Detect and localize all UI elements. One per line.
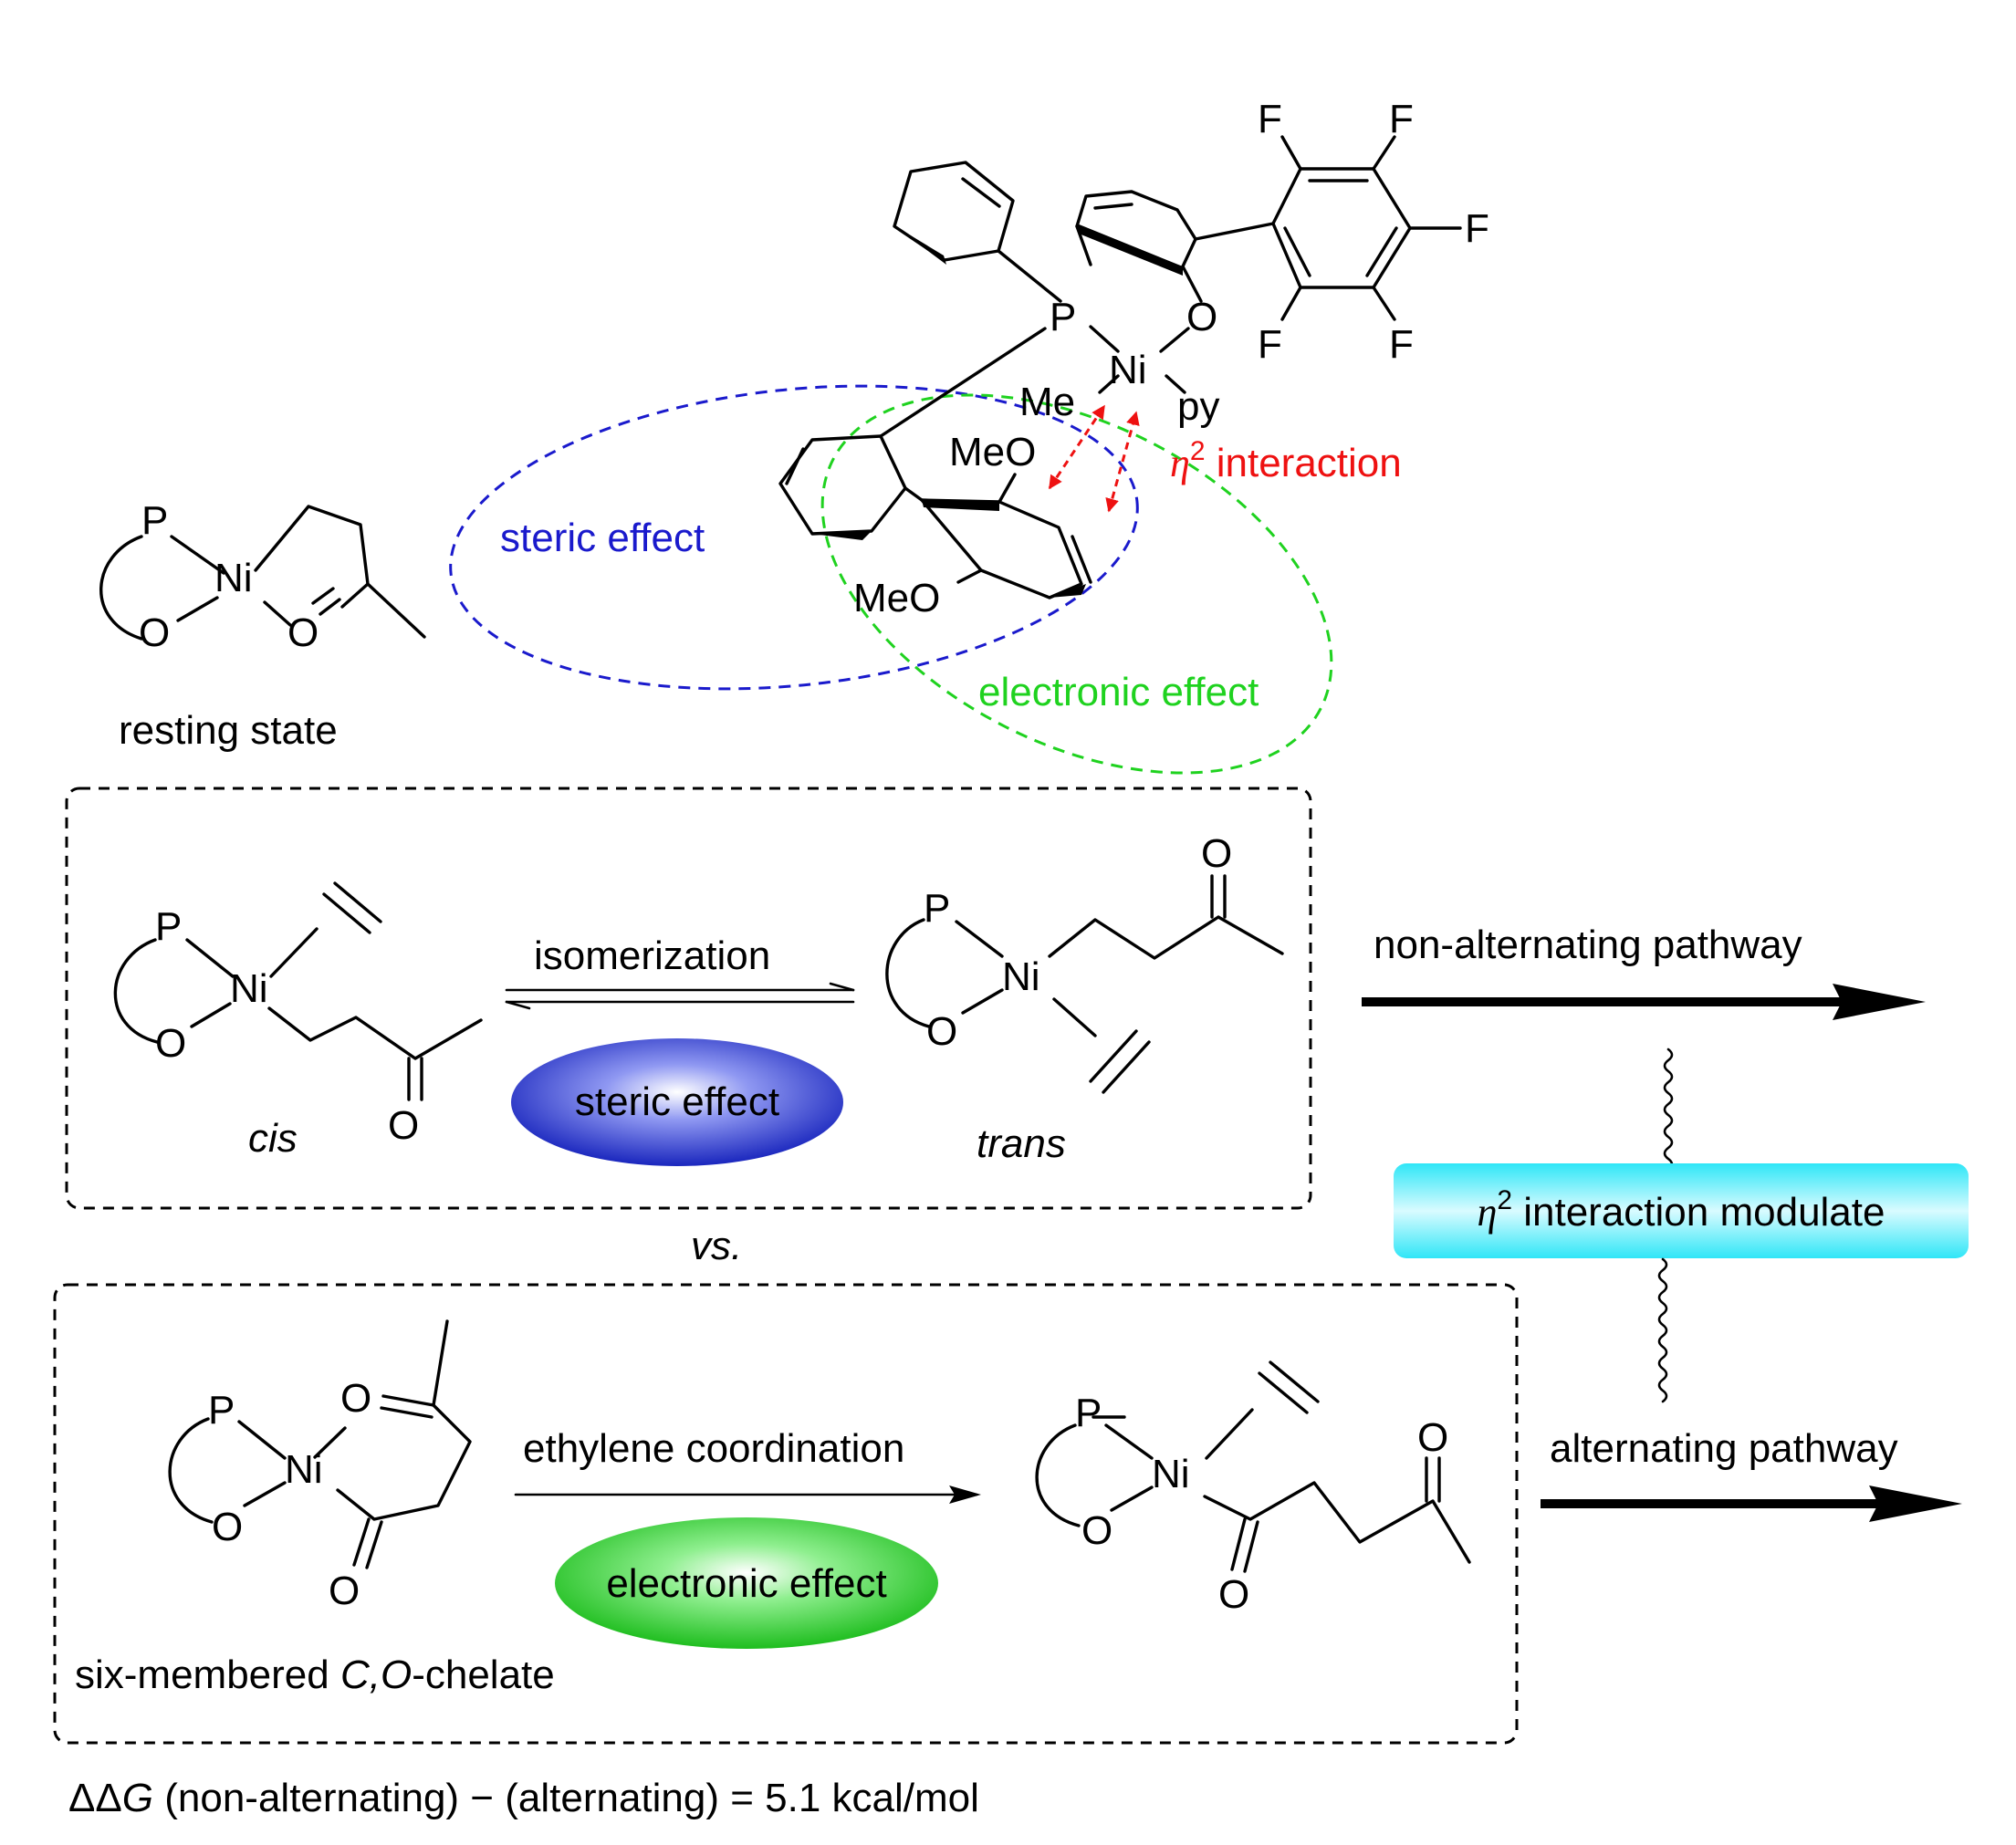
atom-p-product: P <box>1075 1391 1102 1435</box>
eta2-modulate-box: η2 interaction modulate <box>1394 1163 1969 1258</box>
interaction-word: interaction <box>1206 441 1402 485</box>
vs-label: vs. <box>691 1224 742 1268</box>
atom-p-chelate: P <box>208 1388 235 1433</box>
modulate-label: η2 interaction modulate <box>1478 1185 1885 1235</box>
p-ni-bond <box>1089 325 1120 353</box>
atom-o-chelate-1: O <box>212 1505 243 1549</box>
energy-difference-note: ΔΔG (non-alternating) − (alternating) = … <box>68 1776 979 1820</box>
atom-f-4: F <box>1258 322 1282 367</box>
atom-o-product-3: O <box>1218 1572 1249 1617</box>
electronic-pill-label: electronic effect <box>606 1561 886 1606</box>
cis-structure: P Ni O O cis <box>113 881 483 1161</box>
atom-o-trans-1: O <box>926 1009 957 1054</box>
chelate-label-italic: C,O <box>340 1652 412 1697</box>
electronic-pill-shape <box>555 1517 938 1649</box>
atom-o-resting-1: O <box>139 610 170 655</box>
steric-effect-pill: steric effect <box>511 1038 843 1166</box>
catalyst-structure: P Ni O Me py MeO MeO F F F F F steric ef… <box>449 97 1489 775</box>
phenyl-ring-top <box>893 161 1062 303</box>
atom-f-1: F <box>1258 97 1282 141</box>
atom-o-product-1: O <box>1081 1508 1112 1553</box>
atom-o-catalyst: O <box>1186 295 1217 339</box>
atom-ni-resting: Ni <box>214 556 253 600</box>
eta-symbol: η <box>1170 441 1190 485</box>
non-alternating-pathway: non-alternating pathway <box>1362 922 1926 1020</box>
alternating-pathway: alternating pathway <box>1541 1426 1962 1522</box>
eta2-interaction-label: η2 interaction <box>1170 436 1402 485</box>
atom-meo-bottom: MeO <box>853 576 940 620</box>
eta2-arrow-left <box>1048 404 1106 490</box>
cis-label: cis <box>248 1116 298 1161</box>
atom-o-product-2: O <box>1417 1415 1448 1460</box>
p-biaryl-bond <box>879 327 1047 438</box>
wavy-connector-bottom <box>1657 1257 1668 1403</box>
non-alternating-label: non-alternating pathway <box>1374 922 1802 967</box>
atom-p-trans: P <box>924 886 950 931</box>
ni-me-bond <box>1098 374 1120 394</box>
atom-ni-trans: Ni <box>1002 954 1040 999</box>
atom-f-3: F <box>1465 206 1489 251</box>
eta-superscript: 2 <box>1190 436 1206 466</box>
atom-f-5: F <box>1389 322 1414 367</box>
biaryl-phenyl-ring <box>778 434 924 540</box>
eta2-arrow-right <box>1105 411 1140 513</box>
electronic-effect-label: electronic effect <box>978 670 1259 714</box>
atom-ni-cis: Ni <box>230 966 268 1011</box>
atom-py-catalyst: py <box>1177 384 1219 429</box>
atom-o-cis-2: O <box>388 1103 419 1148</box>
ethylene-coordination-label: ethylene coordination <box>523 1426 904 1471</box>
pentafluorophenyl-ring <box>1271 135 1462 321</box>
steric-effect-label: steric effect <box>500 516 705 560</box>
atom-o-chelate-2: O <box>340 1376 371 1421</box>
atom-ni-product: Ni <box>1152 1452 1190 1496</box>
ni-py-bond <box>1165 374 1186 394</box>
chelate-label: six-membered C,O-chelate <box>75 1652 555 1697</box>
ddg-symbol: ΔΔ <box>68 1776 122 1820</box>
isomerization-box <box>65 787 1312 1210</box>
resting-state-label: resting state <box>119 708 338 753</box>
chelate-structure: P Ni O O O six-membered C,O-chelate <box>75 1319 555 1697</box>
modulate-text: interaction modulate <box>1512 1190 1885 1235</box>
isomerization-label: isomerization <box>534 933 770 978</box>
isomerization-arrow: isomerization <box>505 933 855 1010</box>
atom-me-catalyst: Me <box>1019 380 1075 424</box>
atom-o-cis-1: O <box>155 1021 186 1066</box>
ni-o-bond <box>1159 327 1190 353</box>
modulate-sup: 2 <box>1497 1185 1512 1215</box>
atom-p-cis: P <box>155 904 182 949</box>
dimethoxyphenyl-ring <box>920 473 1092 599</box>
steric-pill-label: steric effect <box>575 1079 779 1124</box>
product-structure: P Ni O O O <box>1035 1360 1471 1617</box>
atom-p-resting: P <box>141 498 168 543</box>
atom-o-chelate-3: O <box>329 1569 360 1613</box>
modulate-eta: η <box>1478 1190 1498 1235</box>
wavy-connector-top <box>1663 1048 1674 1172</box>
chelate-box <box>53 1283 1519 1745</box>
trans-structure: P Ni O O trans <box>885 831 1284 1166</box>
modulate-box-bg <box>1394 1163 1969 1258</box>
atom-f-2: F <box>1389 97 1414 141</box>
atom-meo-top: MeO <box>949 430 1036 474</box>
atom-o-trans-2: O <box>1201 831 1232 876</box>
chelate-label-post: -chelate <box>412 1652 555 1697</box>
alternating-label: alternating pathway <box>1550 1426 1898 1471</box>
atom-ni-chelate: Ni <box>285 1447 323 1492</box>
atom-o-resting-2: O <box>287 610 319 655</box>
electronic-effect-pill: electronic effect <box>555 1517 938 1649</box>
phenoxy-ring <box>1075 190 1275 303</box>
steric-pill-shape <box>511 1038 843 1166</box>
trans-label: trans <box>977 1121 1066 1166</box>
energy-rest: (non-alternating) − (alternating) = 5.1 … <box>153 1776 979 1820</box>
chelate-label-pre: six-membered <box>75 1652 340 1697</box>
ethylene-coordination-arrow: ethylene coordination <box>514 1426 981 1504</box>
atom-ni-catalyst: Ni <box>1109 348 1147 392</box>
g-symbol: G <box>122 1776 153 1820</box>
atom-p-catalyst: P <box>1050 295 1076 339</box>
electronic-effect-ellipse <box>820 393 1333 775</box>
resting-state-structure: P Ni O O resting state <box>99 498 426 753</box>
